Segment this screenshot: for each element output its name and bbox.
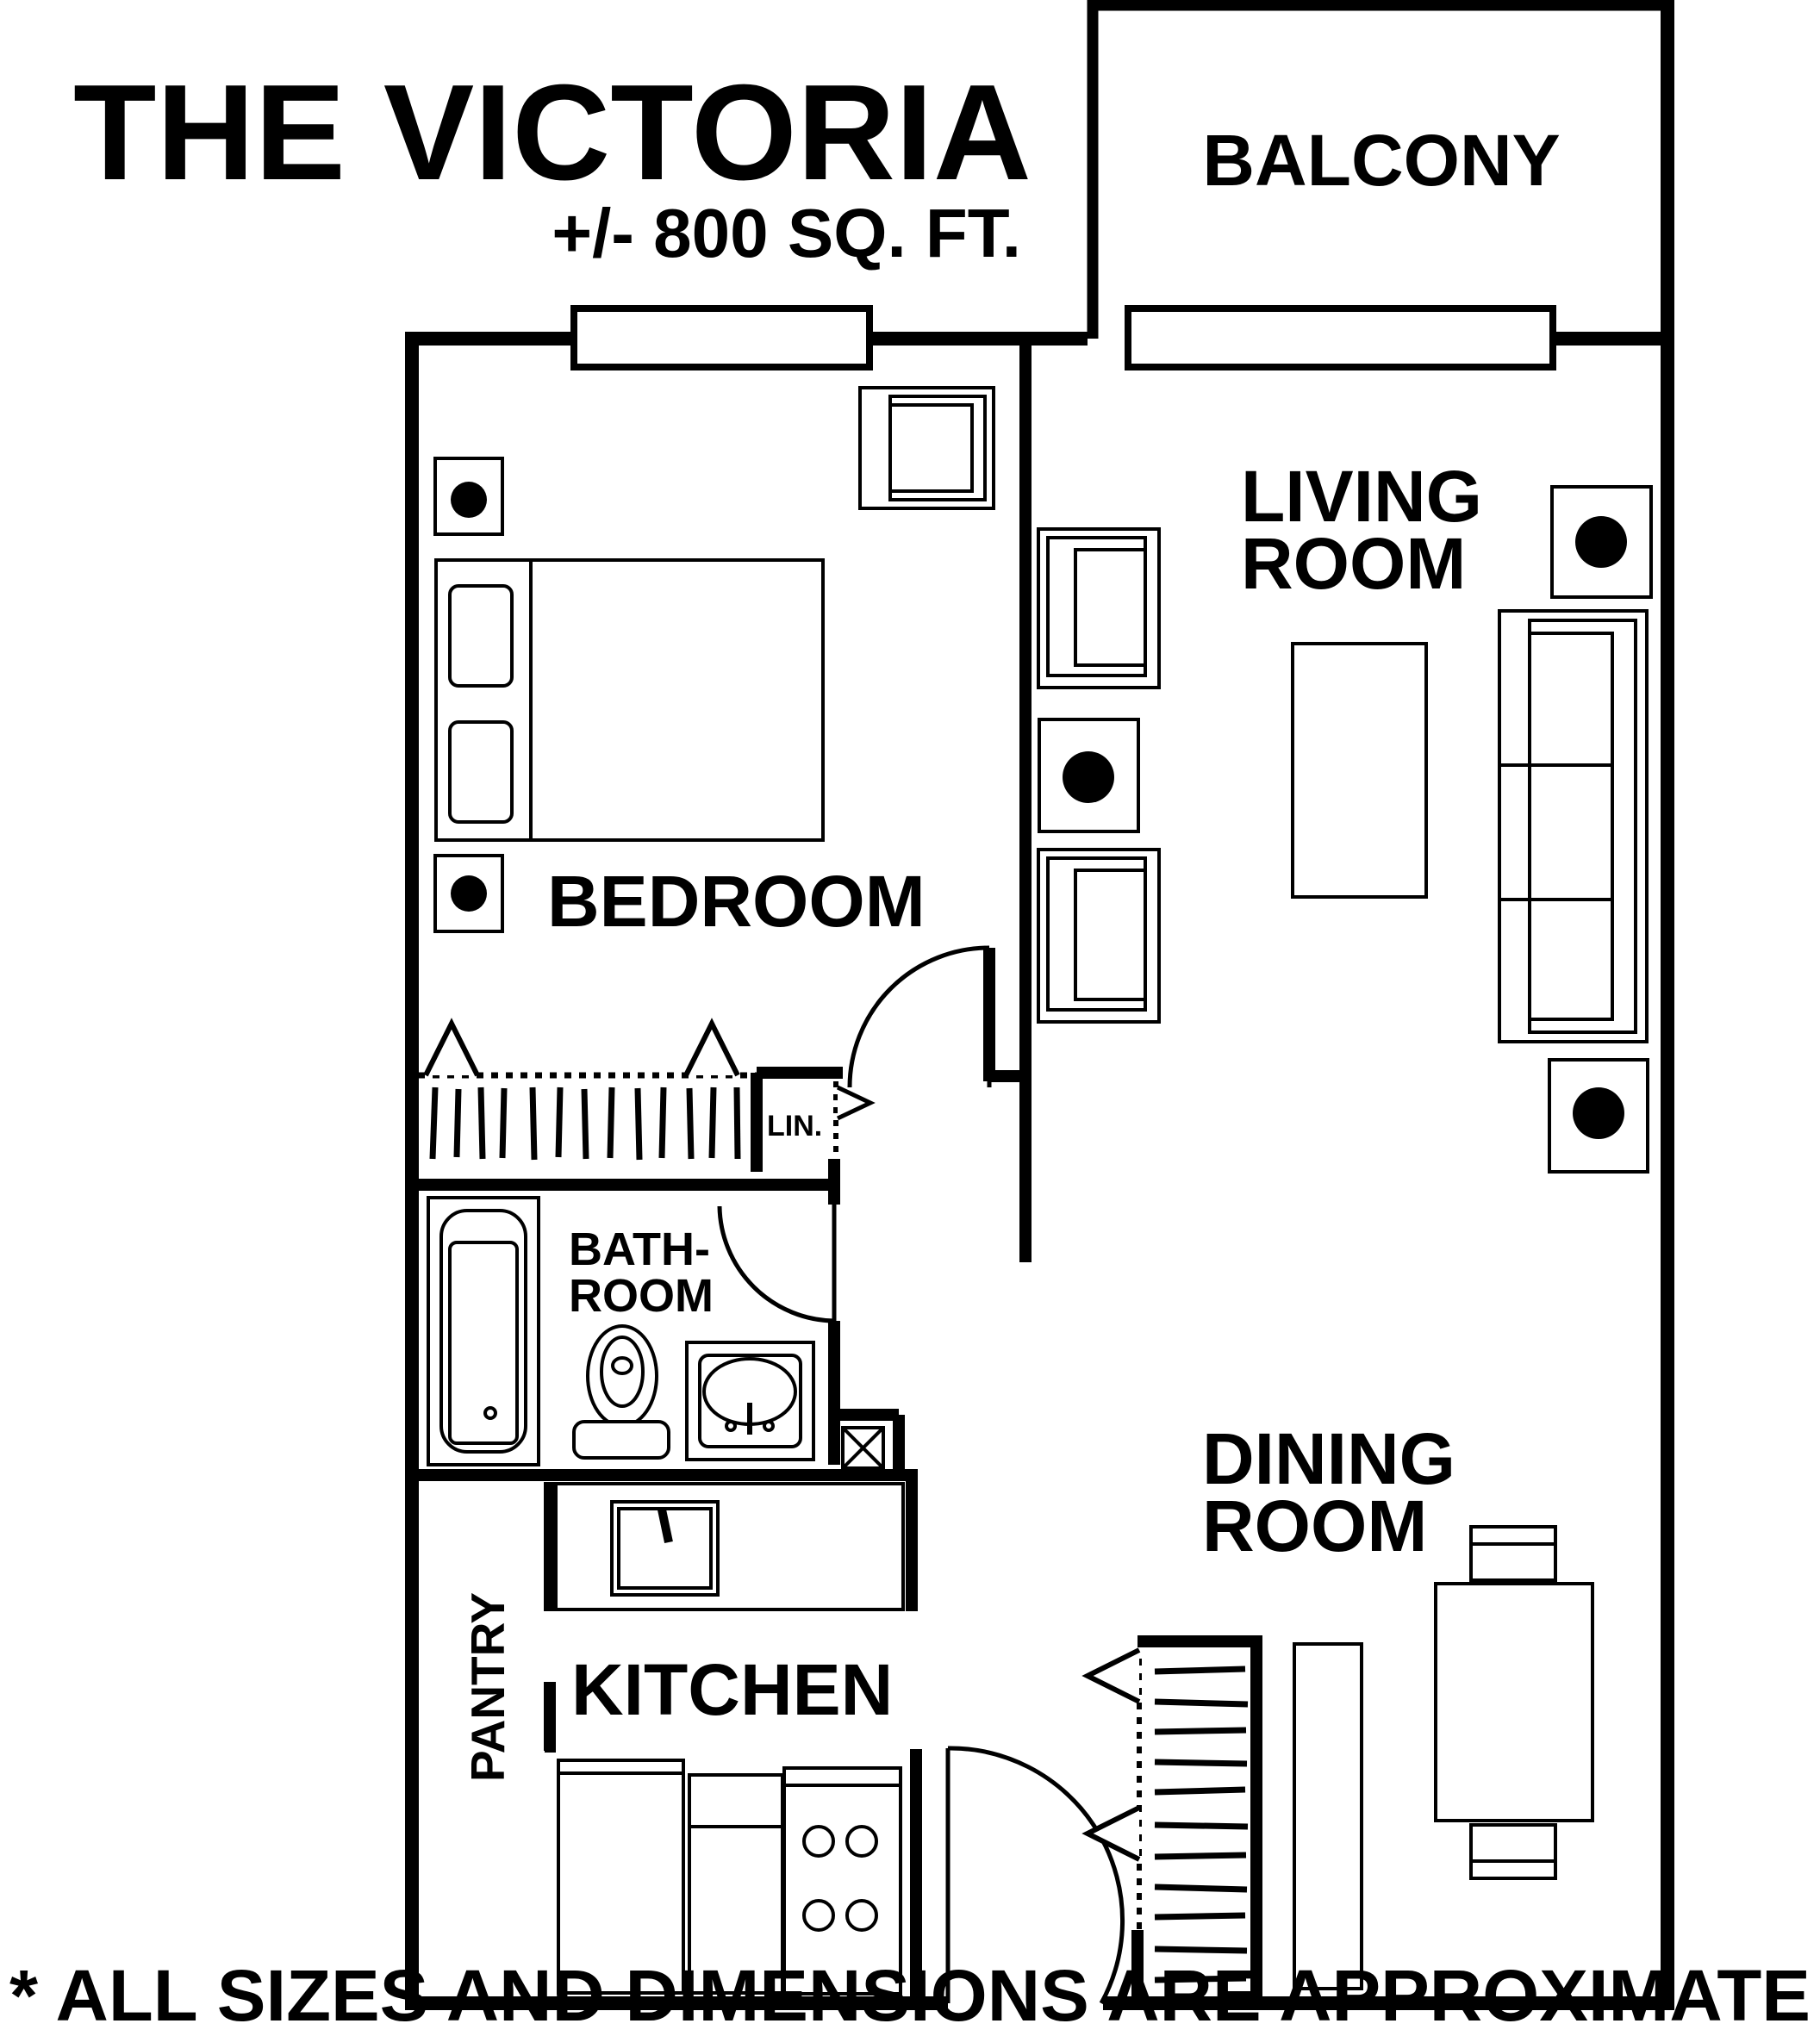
living-room-label-line2: ROOM — [1241, 523, 1466, 604]
plan-title: THE VICTORIA — [73, 57, 1032, 209]
balcony-enclosure — [1087, 0, 1674, 339]
duct-shaft — [841, 1426, 885, 1470]
toilet — [572, 1324, 670, 1460]
bathroom-vanity-sink — [685, 1341, 815, 1461]
bedroom-label: BEDROOM — [547, 861, 926, 942]
dining-table — [1434, 1525, 1594, 1880]
side-table-lamp — [1548, 1058, 1649, 1174]
dining-room-label-line1: DINING — [1202, 1418, 1455, 1499]
kitchen-label: KITCHEN — [571, 1649, 893, 1730]
plan-area: +/- 800 SQ. FT. — [552, 195, 1021, 271]
side-table-lamp — [1550, 485, 1653, 599]
stove — [782, 1766, 902, 1996]
sideboard — [1293, 1642, 1363, 1990]
coffee-table — [1291, 642, 1428, 899]
refrigerator — [557, 1759, 685, 1995]
bed — [434, 558, 825, 842]
bathroom-label-line1: BATH- — [569, 1223, 710, 1275]
pantry-label: PANTRY — [461, 1592, 514, 1782]
kitchen-counter-sink — [554, 1482, 905, 1611]
windows — [570, 305, 1556, 370]
bedroom-closet — [418, 1018, 757, 1161]
living-window — [1125, 305, 1556, 370]
bedroom-armchair — [858, 386, 995, 510]
front-closet — [1081, 1647, 1249, 1983]
bedroom-window — [570, 305, 873, 370]
disclaimer-text: * ALL SIZES AND DIMENSIONS ARE APPROXIMA… — [9, 1955, 1811, 2036]
nightstand-lamp — [433, 854, 504, 933]
bathtub — [427, 1196, 540, 1466]
lower-counter — [688, 1773, 784, 1995]
side-table-lamp — [1038, 718, 1140, 833]
armchair — [1037, 527, 1161, 689]
dining-room-label-line2: ROOM — [1202, 1485, 1427, 1566]
sofa — [1498, 609, 1649, 1043]
exterior-walls — [405, 7, 1674, 2010]
bathroom-label-line2: ROOM — [569, 1270, 714, 1322]
armchair — [1037, 848, 1161, 1024]
linen-closet — [833, 1081, 876, 1167]
balcony-label: BALCONY — [1202, 120, 1560, 201]
nightstand-lamp — [433, 457, 504, 536]
linen-label: LIN. — [767, 1110, 822, 1143]
living-room-label-line1: LIVING — [1241, 456, 1482, 537]
interior-walls — [418, 345, 1262, 2003]
